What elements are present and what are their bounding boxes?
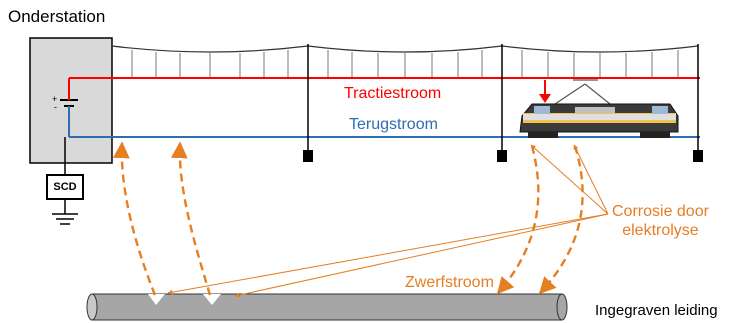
scd-box: SCD [46, 174, 84, 200]
corrosion-label-line2: elektrolyse [622, 222, 699, 240]
corrosion-pointers [167, 144, 609, 298]
catenary-cable [111, 45, 699, 53]
corrosion-label-line1: Corrosie door [612, 203, 709, 220]
battery-symbol: + - [52, 78, 78, 137]
traction-arrow [539, 94, 551, 103]
buried-pipe [86, 293, 568, 321]
buried-pipe-label: Ingegraven leiding [595, 302, 718, 319]
stray-current-arrows [112, 141, 584, 296]
catenary-droppers [131, 50, 679, 78]
stray-current-label: Zwerfstroom [405, 274, 494, 291]
locomotive [519, 79, 679, 138]
catenary-masts [303, 44, 703, 162]
return-current-label: Terugstroom [349, 116, 438, 133]
battery-plus: + [52, 94, 57, 104]
traction-current-label: Tractiestroom [344, 85, 442, 102]
substation-title: Onderstation [8, 7, 106, 26]
battery-minus: - [54, 102, 57, 112]
corrosion-label: Corrosie door elektrolyse [612, 202, 709, 240]
earth-symbol [52, 213, 78, 225]
